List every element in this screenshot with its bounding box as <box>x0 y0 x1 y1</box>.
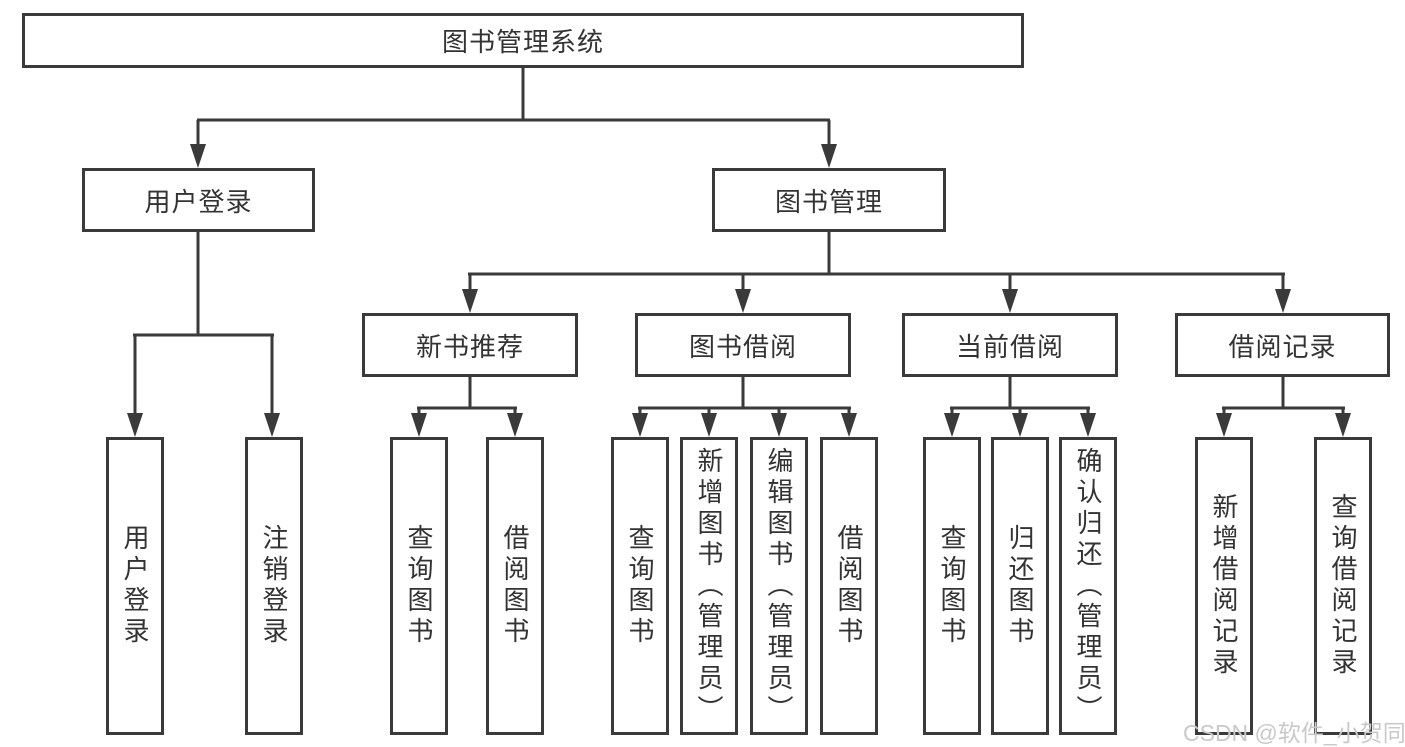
node-borrow-records: 借阅记录 <box>1175 313 1390 377</box>
leaf-confirm-return-admin: 确认归还（管理员） <box>1059 437 1117 735</box>
node-new-book-recommend: 新书推荐 <box>362 313 578 377</box>
leaf-user-login: 用户登录 <box>106 437 164 735</box>
leaf-add-book-admin: 新增图书（管理员） <box>680 437 738 735</box>
leaf-query-book-recommend: 查询图书 <box>390 437 448 735</box>
leaf-return-book: 归还图书 <box>991 437 1049 735</box>
node-book-management: 图书管理 <box>712 168 946 232</box>
leaf-query-book-borrow: 查询图书 <box>611 437 669 735</box>
leaf-edit-book-admin: 编辑图书（管理员） <box>750 437 808 735</box>
watermark: CSDN @软件_小贺同学 <box>1183 720 1405 746</box>
leaf-add-borrow-record: 新增借阅记录 <box>1195 437 1253 735</box>
leaf-borrow-book: 借阅图书 <box>820 437 878 735</box>
node-current-borrow: 当前借阅 <box>902 313 1118 377</box>
leaf-query-borrow-record: 查询借阅记录 <box>1314 437 1372 735</box>
leaf-borrow-book-recommend: 借阅图书 <box>486 437 544 735</box>
node-root-system: 图书管理系统 <box>22 13 1024 68</box>
leaf-query-book-current: 查询图书 <box>923 437 981 735</box>
node-user-login: 用户登录 <box>82 168 315 232</box>
node-book-borrow: 图书借阅 <box>635 313 851 377</box>
leaf-logout: 注销登录 <box>245 437 303 735</box>
